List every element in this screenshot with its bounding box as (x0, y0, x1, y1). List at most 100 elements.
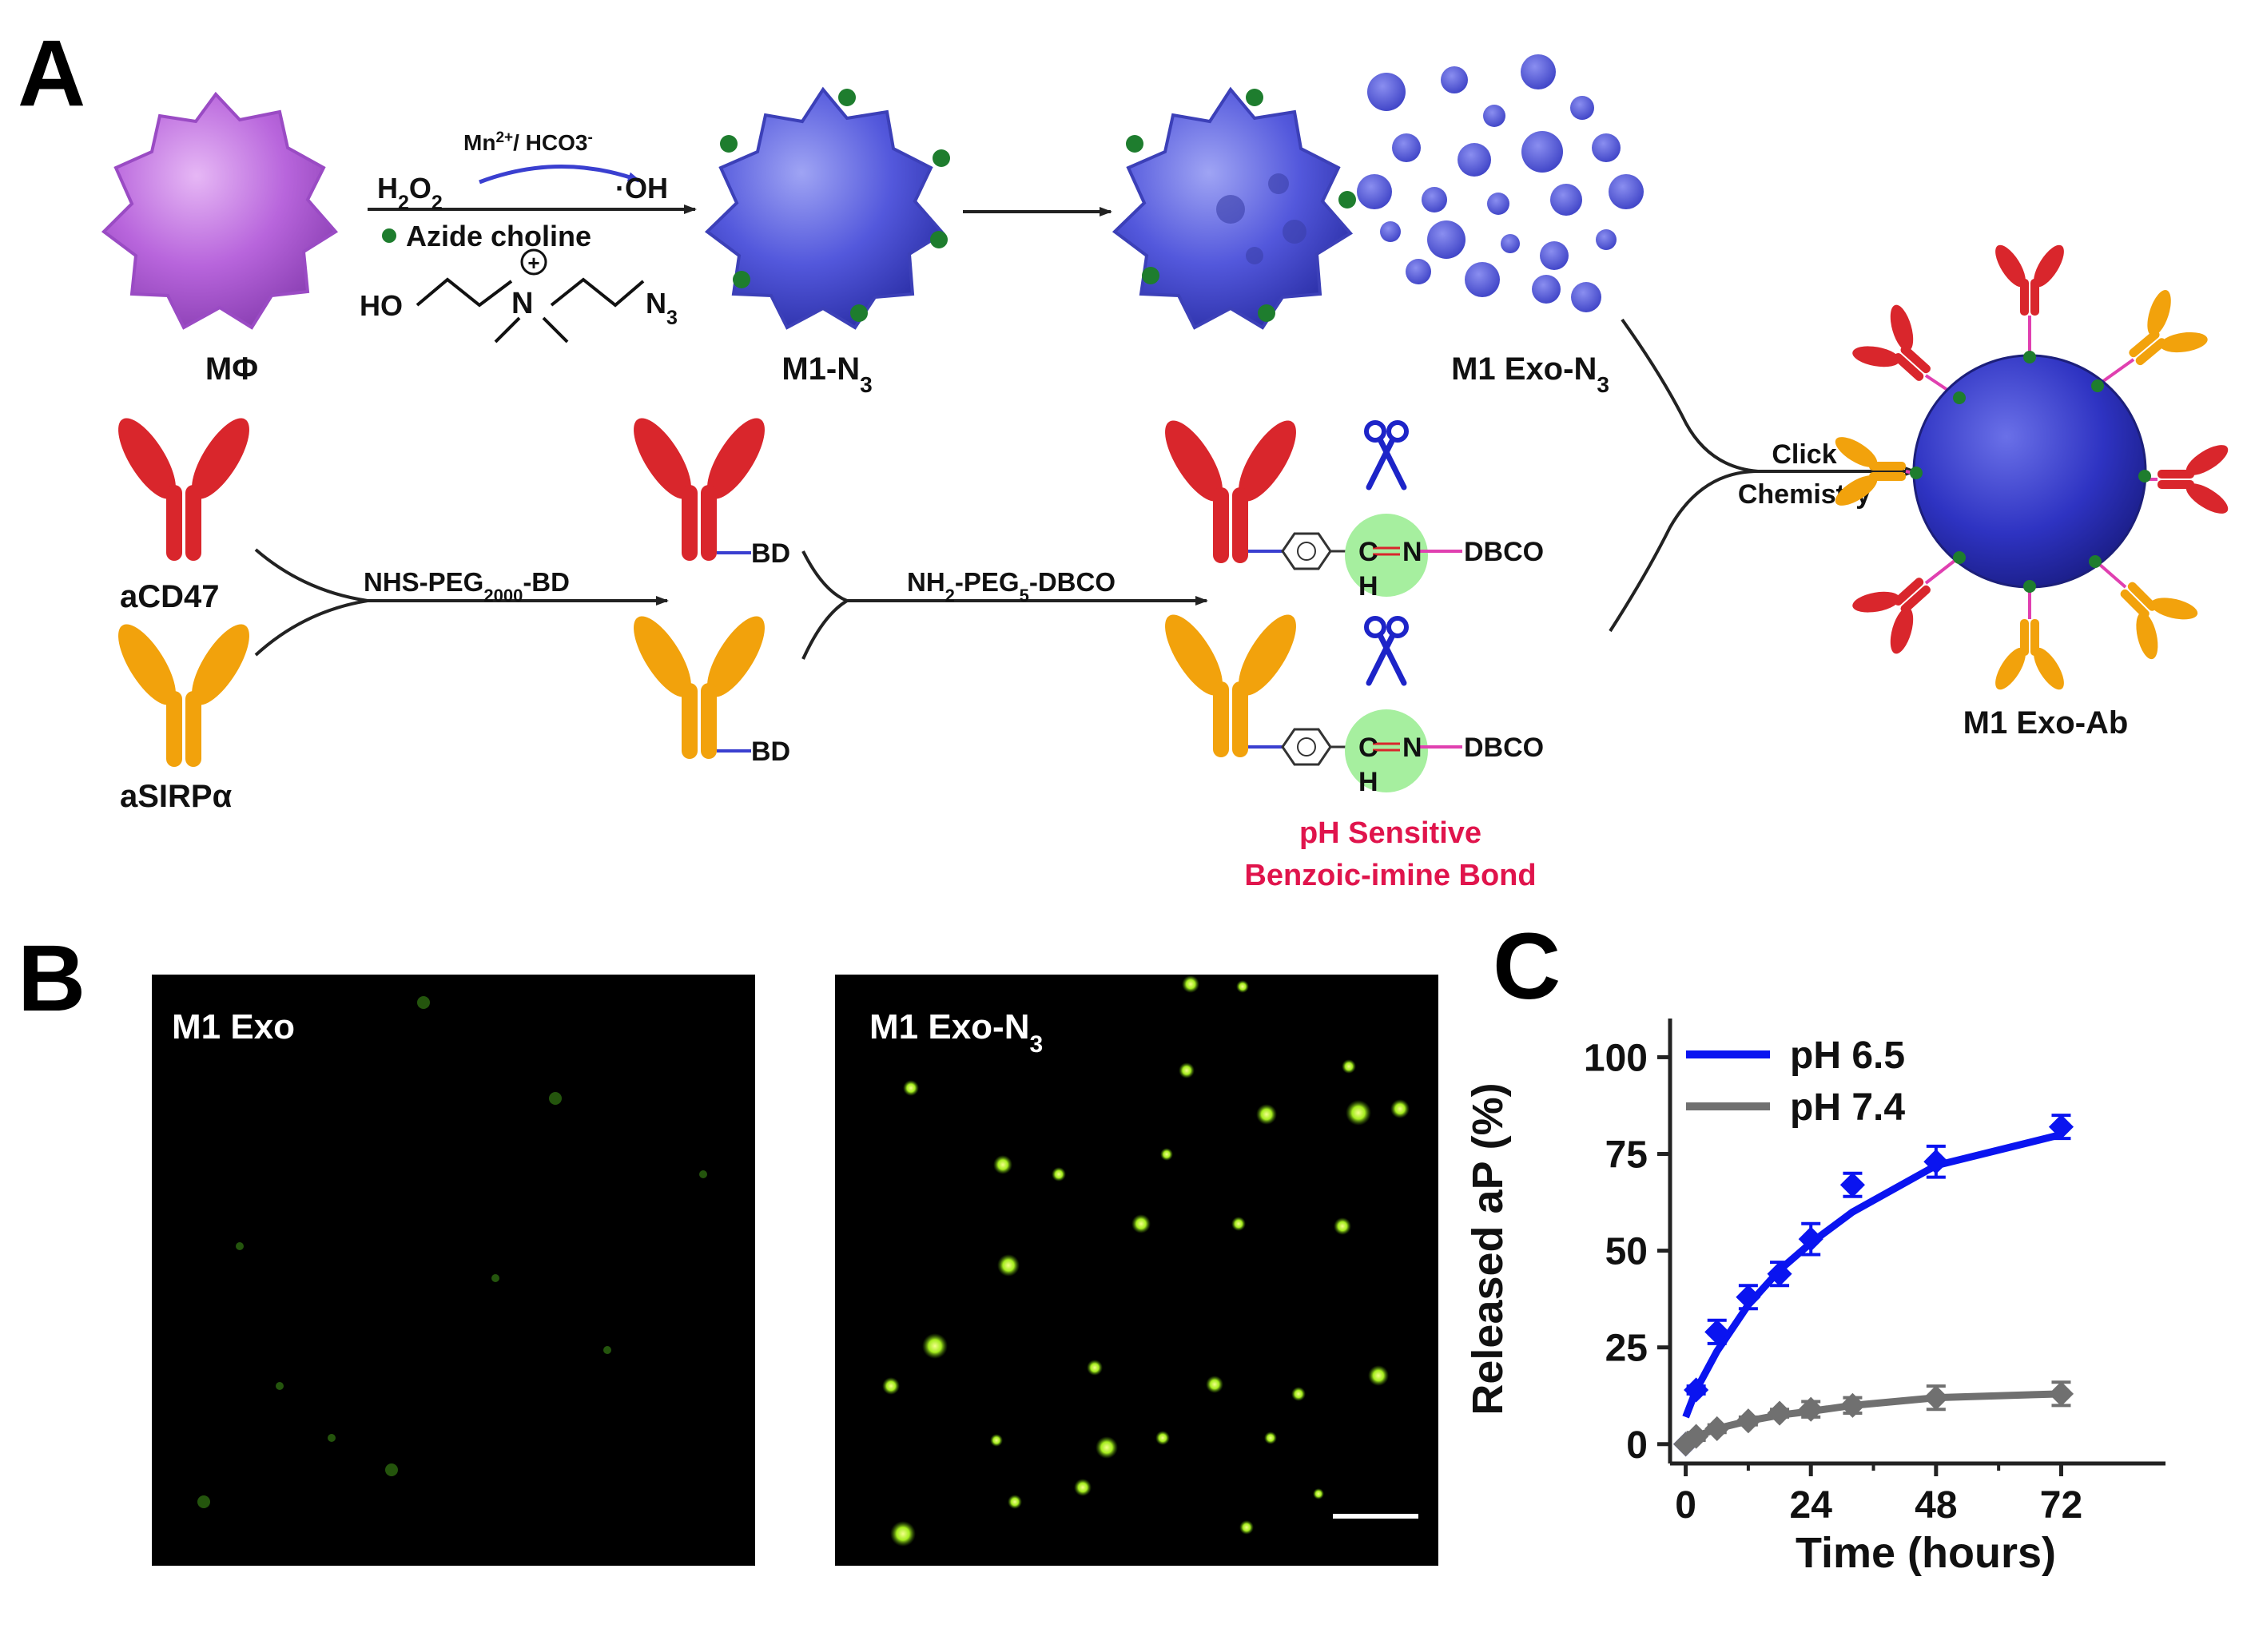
fluorescent-spot (990, 1434, 1003, 1447)
fluorescent-spot (1346, 1100, 1371, 1126)
series-1 (1673, 1380, 2074, 1457)
fluorescent-spot (1052, 1167, 1066, 1181)
fluorescent-spot (997, 1254, 1020, 1277)
fluorescent-spot (993, 1155, 1012, 1174)
fluorescent-spot (1390, 1099, 1410, 1118)
dim-spot (328, 1434, 336, 1442)
data-point (1704, 1416, 1730, 1441)
fluorescent-spot (1131, 1214, 1151, 1233)
fluorescent-spot (1313, 1488, 1324, 1499)
data-point (2048, 1381, 2074, 1407)
data-point (1798, 1396, 1823, 1422)
fluorescent-spot (1160, 1148, 1173, 1161)
dbco-label-2: DBCO (1464, 733, 1544, 763)
x-axis-label: Time (hours) (1796, 1529, 2056, 1577)
exosome-cloud (1357, 54, 1644, 312)
azide-choline-label: Azide choline (406, 220, 591, 252)
dim-spot (491, 1274, 499, 1282)
bd-label-2: BD (751, 737, 790, 767)
azide-dot-legend (382, 228, 396, 243)
asirpa-antibody (107, 616, 260, 767)
micrograph-m1-exo-n3: M1 Exo-N3 (835, 975, 1438, 1566)
svg-text:N: N (511, 287, 533, 320)
bd-label-1: BD (751, 538, 790, 569)
product-oh: ·OH (615, 172, 668, 205)
data-point (1736, 1285, 1761, 1310)
series-layer (1673, 1114, 2074, 1457)
panel-letter-a: A (18, 21, 86, 126)
data-point (1839, 1392, 1865, 1418)
panel-letter-b: B (18, 926, 86, 1031)
bond-note-line1: pH Sensitive (1299, 816, 1481, 850)
fluorescent-spot (1239, 1520, 1254, 1535)
reactant-h2o2: H2O2 (377, 172, 443, 214)
data-point (2048, 1114, 2074, 1140)
fluorescent-spot (1368, 1365, 1389, 1386)
micrograph-right-label: M1 Exo-N3 (869, 1007, 1043, 1058)
macrophage-cell (101, 91, 339, 330)
conjugate-row-sirpa (1154, 606, 1462, 792)
fluorescent-spot (1155, 1431, 1170, 1445)
conjugate-row-cd47 (1154, 412, 1462, 597)
y-tick-label: 50 (1605, 1231, 1648, 1273)
fluorescent-spot (1096, 1436, 1118, 1459)
acd47-label: aCD47 (120, 579, 220, 614)
imine-n-1: N (1402, 537, 1422, 567)
m1-n3-label: M1-N3 (781, 351, 872, 397)
step1-curve-top (254, 548, 368, 602)
step2-curve-top (801, 550, 848, 602)
step1-reagent: NHS-PEG2000-BD (364, 567, 570, 606)
data-point (1684, 1377, 1709, 1403)
chart-legend: pH 6.5 pH 7.4 (1686, 1034, 1905, 1129)
fluorescent-spot (903, 1080, 919, 1096)
fluorescent-spot (882, 1377, 900, 1395)
legend-label: pH 7.4 (1790, 1086, 1905, 1129)
data-point (1704, 1319, 1730, 1344)
dim-spot (699, 1170, 707, 1178)
y-tick-label: 100 (1584, 1037, 1648, 1079)
step1-curve-bottom (254, 599, 368, 657)
data-point (1923, 1385, 1949, 1411)
data-point (1798, 1226, 1823, 1252)
m1-exo-ab-label: M1 Exo-Ab (1963, 705, 2129, 741)
data-point (1767, 1261, 1792, 1287)
panel-letter-c: C (1493, 914, 1561, 1019)
micrograph-left-label: M1 Exo (172, 1007, 295, 1046)
svg-text:HO: HO (360, 289, 403, 322)
dim-spot (276, 1382, 284, 1390)
catalyst-label: Mn2+/ HCO3- (463, 129, 593, 156)
imine-n-2: N (1402, 733, 1422, 763)
merge-curve-bottom (1609, 470, 1759, 633)
dim-spot (603, 1346, 611, 1354)
data-point (1923, 1149, 1949, 1174)
y-tick-label: 75 (1605, 1134, 1648, 1177)
fluorescent-spot (1182, 975, 1199, 993)
m1-n3-cell (704, 86, 950, 330)
svg-text:+: + (527, 251, 539, 275)
fluorescent-spot (1008, 1495, 1022, 1509)
step2-curve-bottom (801, 599, 849, 660)
fluorescent-spot (1179, 1062, 1195, 1078)
bond-note-line2: Benzoic-imine Bond (1244, 859, 1536, 892)
dbco-label-1: DBCO (1464, 537, 1544, 567)
fluorescent-spot (1087, 1360, 1103, 1376)
fluorescent-spot (1264, 1432, 1277, 1444)
data-point (1684, 1424, 1709, 1449)
dim-spot (197, 1495, 210, 1508)
acd47-antibody (107, 410, 260, 561)
imine-h-2: H (1358, 767, 1378, 797)
imine-c-1: C (1358, 537, 1378, 567)
fluorescent-spot (1231, 1217, 1246, 1231)
x-tick-label: 0 (1675, 1484, 1696, 1527)
data-point (1839, 1172, 1865, 1197)
x-tick-label: 72 (2040, 1484, 2082, 1527)
legend-label: pH 6.5 (1790, 1034, 1905, 1077)
click-label: Click (1772, 439, 1836, 470)
svg-text:N3: N3 (646, 287, 678, 329)
dim-spot (417, 996, 430, 1009)
fluorescent-spot (1074, 1479, 1092, 1496)
y-tick-label: 0 (1626, 1424, 1648, 1467)
